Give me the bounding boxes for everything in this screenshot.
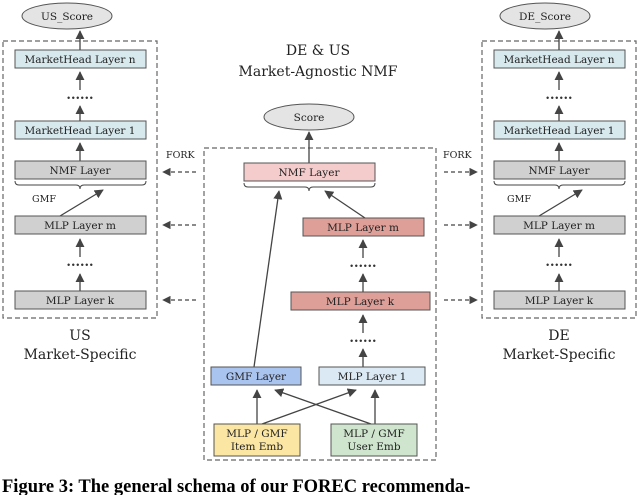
de-mlp-k-box (493, 290, 626, 310)
center-column: DE & US Market-Agnostic NMF Score NMF La… (210, 43, 431, 457)
us-nmf-brace (14, 180, 147, 190)
us-mlp-k-label: MLP Layer k (46, 295, 115, 307)
center-arrow-gmf-nmf (253, 190, 283, 368)
center-user-line1: MLP / GMF (343, 428, 404, 440)
center-arrow-item-mlp1 (261, 388, 357, 425)
center-mlp-k-label: MLP Layer k (326, 296, 395, 308)
center-gmf-layer-label: GMF Layer (226, 371, 287, 383)
center-item-line1: MLP / GMF (226, 428, 287, 440)
center-mlp-1-label: MLP Layer 1 (338, 371, 407, 383)
us-mlp-m-box (14, 215, 147, 235)
center-nmf-label: NMF Layer (279, 167, 341, 179)
de-score-node (499, 2, 591, 30)
us-title: US (69, 328, 90, 344)
de-nmf-box (493, 160, 626, 180)
de-gmf-label: GMF (507, 194, 531, 205)
center-arrow-mlpm-nmf (324, 190, 366, 219)
us-nmf-box (14, 160, 147, 180)
us-markethead-1-label: MarketHead Layer 1 (25, 125, 136, 137)
center-dots-upper: ...... (349, 256, 376, 271)
center-mlp-1-box (318, 366, 426, 386)
us-markethead-n-box (14, 49, 147, 69)
center-dots-lower: ...... (349, 331, 376, 346)
center-user-line2: User Emb (347, 441, 400, 453)
de-nmf-label: NMF Layer (529, 165, 591, 177)
center-nmf-box (243, 162, 376, 182)
center-nmf-brace (243, 182, 376, 192)
us-markethead-n-label: MarketHead Layer n (24, 54, 135, 66)
de-markethead-1-label: MarketHead Layer 1 (504, 125, 615, 137)
center-score-node (263, 103, 355, 131)
de-mlp-k-label: MLP Layer k (525, 295, 594, 307)
figure-caption: Figure 3: The general schema of our FORE… (2, 477, 470, 495)
de-markethead-n-label: MarketHead Layer n (503, 54, 614, 66)
de-markethead-1-box (493, 120, 626, 140)
us-mlp-dots: ...... (66, 255, 93, 270)
de-title: DE (548, 328, 569, 344)
center-user-emb-box (330, 423, 418, 457)
de-arrow-mlpm-nmf (538, 189, 583, 217)
de-column: DE_Score MarketHead Layer n ...... Marke… (493, 2, 626, 363)
us-gmf-label: GMF (32, 194, 56, 205)
de-score-label: DE_Score (519, 11, 571, 23)
center-mlp-m-label: MLP Layer m (327, 222, 399, 234)
us-subtitle: Market-Specific (24, 347, 137, 363)
center-arrow-user-gmf (274, 388, 372, 425)
us-column: US_Score MarketHead Layer n ...... Marke… (14, 2, 147, 363)
fork-left-label: FORK (166, 150, 196, 161)
center-score-label: Score (294, 112, 325, 124)
us-nmf-label: NMF Layer (50, 165, 112, 177)
center-title-line2: Market-Agnostic NMF (239, 64, 398, 80)
de-markethead-n-box (493, 49, 626, 69)
de-mlp-dots: ...... (545, 255, 572, 270)
center-item-emb-box (213, 423, 301, 457)
market-agnostic-nmf-panel (203, 147, 437, 461)
center-mlp-k-box (290, 291, 431, 311)
de-mlp-m-box (493, 215, 626, 235)
de-mlp-m-label: MLP Layer m (523, 220, 595, 232)
us-mlp-k-box (14, 290, 147, 310)
us-score-node (21, 2, 113, 30)
us-head-dots: ...... (66, 88, 93, 103)
de-nmf-brace (493, 180, 626, 190)
fork-arrows: FORK FORK (162, 150, 478, 305)
center-title-line1: DE & US (286, 43, 350, 59)
de-subtitle: Market-Specific (503, 347, 616, 363)
de-head-dots: ...... (545, 88, 572, 103)
fork-right-label: FORK (443, 150, 473, 161)
center-item-line2: Item Emb (231, 441, 283, 453)
us-score-label: US_Score (41, 11, 93, 23)
center-mlp-m-box (302, 217, 425, 237)
us-arrow-mlpm-nmf (59, 189, 104, 217)
center-gmf-layer-box (210, 366, 302, 386)
us-mlp-m-label: MLP Layer m (44, 220, 116, 232)
us-markethead-1-box (14, 120, 147, 140)
